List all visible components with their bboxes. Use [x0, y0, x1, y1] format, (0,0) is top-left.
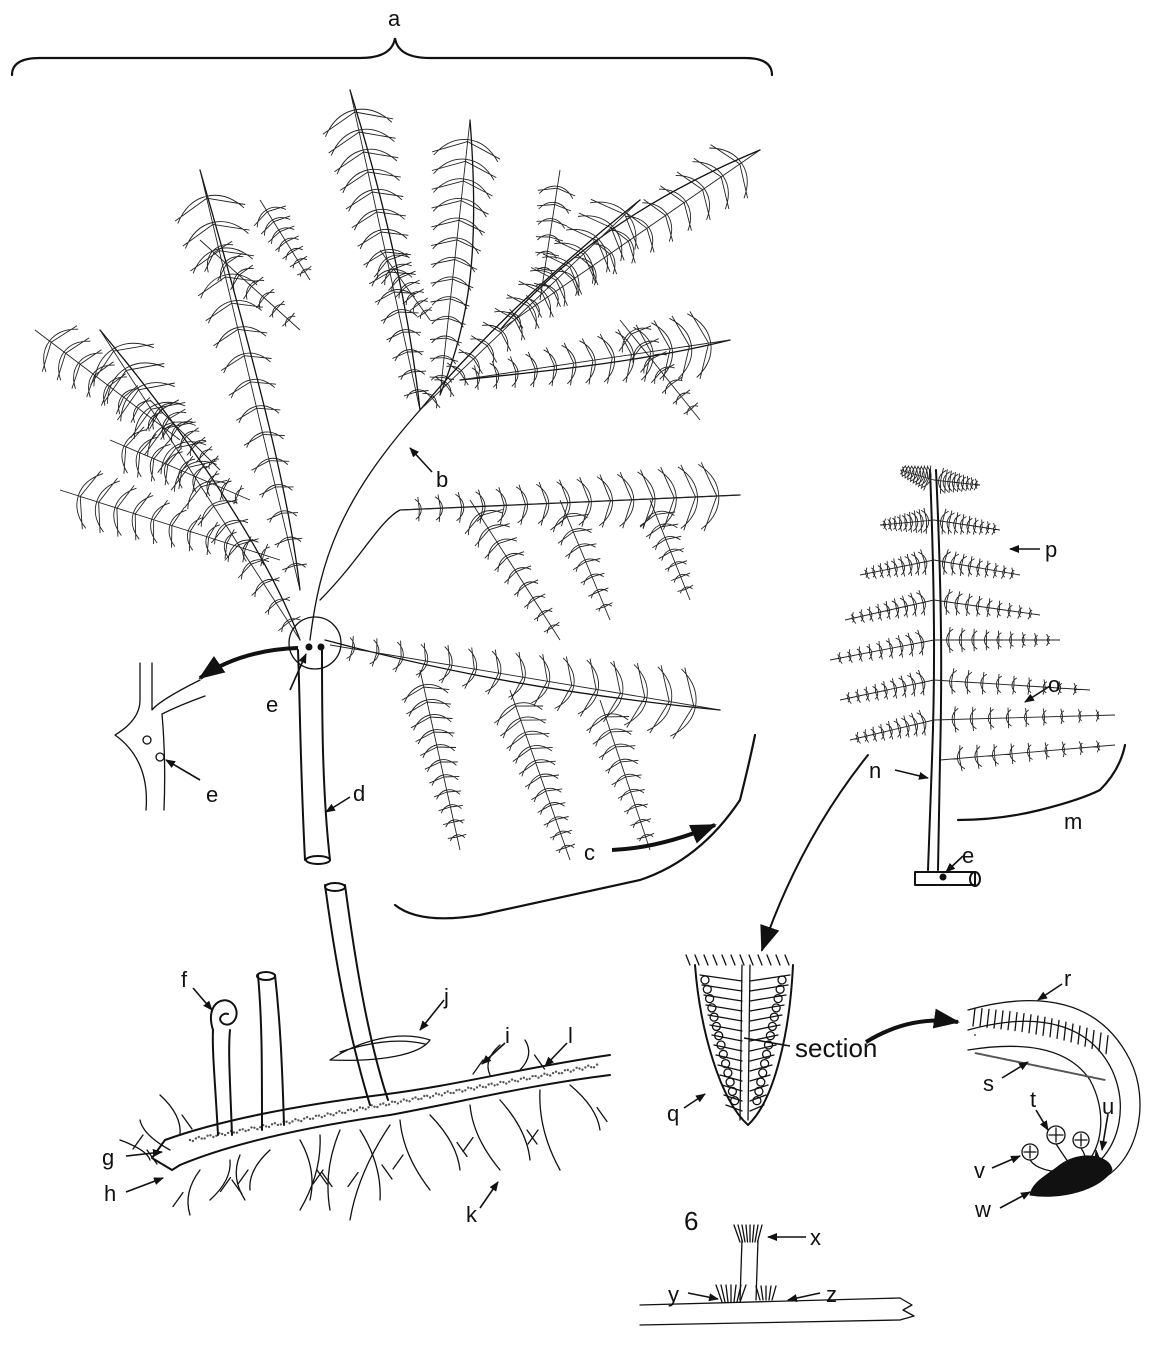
arrow-e-inset [166, 760, 200, 780]
label-b: b [436, 467, 448, 492]
label-a: a [388, 6, 401, 31]
petiole-cut-end [306, 856, 330, 864]
panel-number-6: 6 [684, 1206, 698, 1236]
inset-branch [115, 663, 205, 810]
label-c: c [584, 840, 595, 865]
hair-panel [640, 1225, 914, 1325]
label-p: p [1045, 537, 1057, 562]
arrow-h [126, 1178, 163, 1192]
label-g: g [102, 1145, 114, 1170]
arrow-y [688, 1293, 718, 1299]
label-e-3: e [962, 843, 974, 868]
bud-dot-2 [318, 644, 324, 650]
label-s: s [983, 1071, 994, 1096]
label-r: r [1064, 966, 1071, 991]
label-q: q [667, 1101, 679, 1126]
label-e-2: e [206, 782, 218, 807]
arrow-d [326, 797, 350, 812]
brace-a [12, 38, 772, 75]
arrow-s [1002, 1062, 1028, 1078]
label-w: w [974, 1197, 991, 1222]
rhizome [120, 883, 610, 1220]
arrow-n [895, 770, 928, 778]
label-i: i [505, 1023, 510, 1048]
label-k: k [466, 1202, 478, 1227]
petiole-upper [298, 650, 330, 860]
label-l: l [568, 1023, 573, 1048]
pinna-to-section-arrow [762, 755, 868, 950]
arrow-b [410, 448, 432, 472]
label-e-1: e [266, 692, 278, 717]
label-f: f [181, 967, 188, 992]
label-o: o [1048, 672, 1060, 697]
arrow-v [992, 1156, 1020, 1168]
label-h: h [104, 1181, 116, 1206]
label-u: u [1102, 1094, 1114, 1119]
arrow-q [684, 1094, 705, 1108]
arrow-k [480, 1182, 498, 1208]
inset-arrow [200, 648, 298, 678]
arrow-e2 [946, 856, 963, 872]
brace-c [395, 735, 755, 918]
arrow-w [1000, 1192, 1030, 1208]
arrow-j [420, 1000, 444, 1030]
label-t: t [1030, 1087, 1036, 1112]
label-j: j [443, 984, 449, 1009]
arrow-f [193, 988, 212, 1010]
label-section: section [795, 1033, 877, 1063]
label-z: z [826, 1282, 837, 1307]
label-v: v [974, 1158, 985, 1183]
section-to-sorus-arrow [866, 1021, 958, 1042]
arrow-t [1036, 1110, 1048, 1130]
label-y: y [668, 1282, 679, 1307]
arrow-u [1102, 1114, 1108, 1150]
pinnule-section [686, 955, 793, 1125]
arrow-z [788, 1293, 820, 1300]
label-d: d [353, 781, 365, 806]
main-frond [35, 90, 760, 860]
labels: a b c d e e f g h i j k l m n e o p q se… [102, 6, 1114, 1307]
bud-dot-1 [306, 644, 312, 650]
magnify-circle [289, 617, 341, 669]
label-x: x [810, 1225, 821, 1250]
arrow-i [482, 1043, 505, 1064]
arrow-r [1038, 984, 1062, 1000]
label-m: m [1064, 809, 1082, 834]
label-n: n [869, 758, 881, 783]
